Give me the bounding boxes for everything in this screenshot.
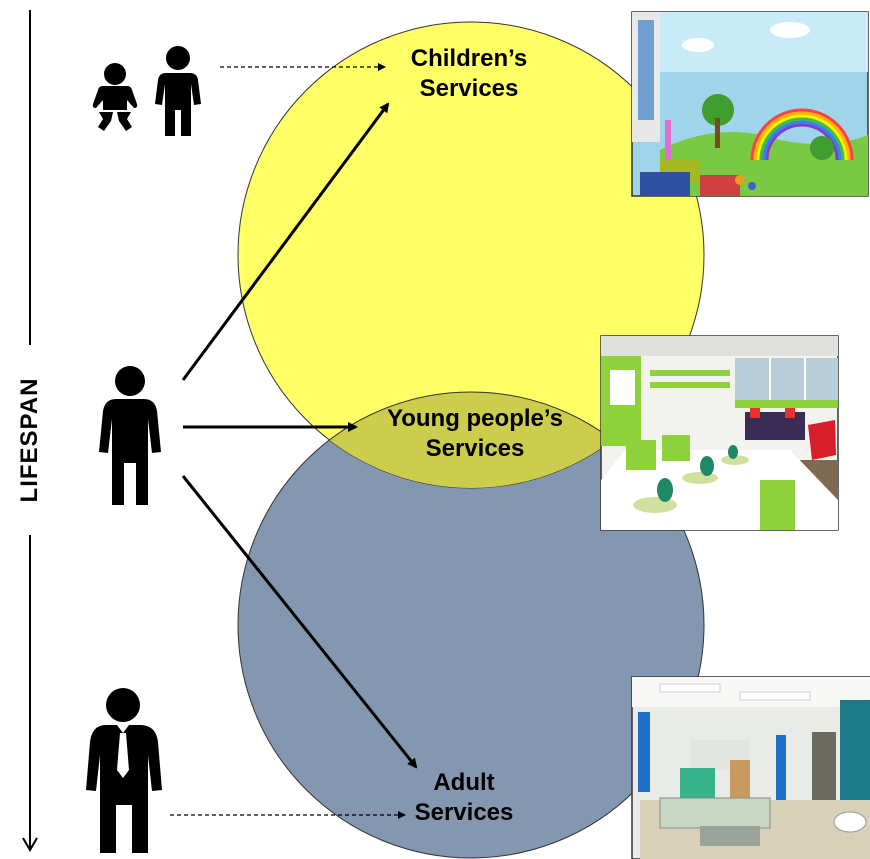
lifespan-label: LIFESPAN (16, 371, 44, 509)
young-peoples-services-line2: Services (425, 435, 525, 462)
hospital-ward-photo (631, 676, 870, 859)
young-peoples-services-line1: Young people’s (386, 405, 563, 432)
baby-icon (92, 63, 138, 131)
lifespan-axis (22, 10, 38, 852)
adult-man-icon (86, 688, 162, 853)
child-icon (155, 46, 201, 136)
childrens-services-label: Children’s Services (369, 44, 569, 104)
arrow-to-adult (181, 475, 418, 769)
childrens-services-line1: Children’s (410, 45, 528, 72)
young-peoples-services-label: Young people’s Services (355, 404, 595, 464)
adult-services-label: Adult Services (364, 768, 564, 828)
arrow-to-children (181, 102, 390, 381)
teen-icon (99, 366, 161, 505)
connector-arrows (170, 63, 418, 819)
childrens-services-line2: Services (419, 75, 519, 102)
playroom-photo (631, 11, 869, 197)
adult-services-line1: Adult (433, 769, 495, 796)
teen-lounge-photo (600, 335, 839, 531)
young-peoples-overlap (238, 391, 704, 488)
adult-services-line2: Services (414, 799, 514, 826)
